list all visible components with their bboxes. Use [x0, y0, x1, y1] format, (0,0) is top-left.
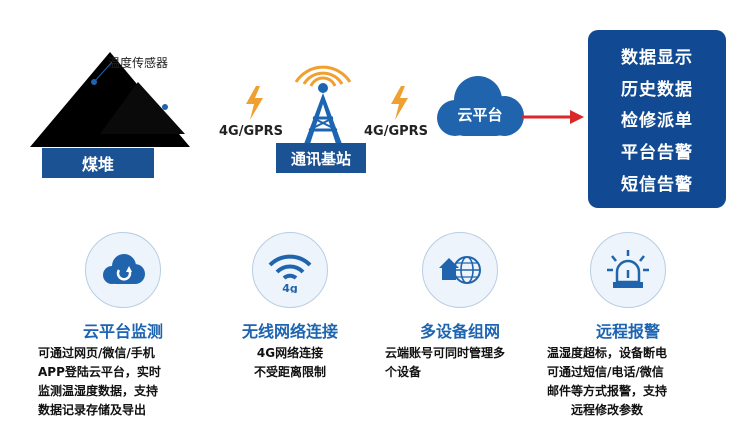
feature-title: 远程报警 [595, 322, 660, 341]
feature-wireless-network: 4g 无线网络连接 4G网络连接 不受距离限制 [205, 232, 375, 422]
feature-description: 可通过网页/微信/手机 APP登陆云平台，实时 监测温湿度数据，支持 数据记录存… [38, 346, 161, 417]
feature-description: 云端账号可同时管理多 个设备 [385, 346, 506, 379]
cloud-platform-label: 云平台 [457, 106, 503, 124]
feature-cloud-monitoring: 云平台监测 可通过网页/微信/手机 APP登陆云平台，实时 监测温湿度数据，支持… [38, 232, 208, 422]
cloud-platform-icon [437, 76, 524, 136]
result-item-work-order: 检修派单 [621, 111, 693, 132]
feature-title: 云平台监测 [82, 322, 163, 341]
sensor-label: 温度传感器 [108, 56, 169, 70]
coal-pile-label: 煤堆 [42, 148, 154, 178]
link-label-1: 4G/GPRS [219, 124, 284, 139]
svg-text:4g: 4g [282, 282, 298, 293]
home-globe-icon [422, 232, 498, 308]
result-item-history: 历史数据 [621, 79, 693, 100]
lightning-icon [246, 86, 263, 120]
result-item-sms-alarm: 短信告警 [621, 174, 693, 195]
feature-description: 温湿度超标，设备断电 可通过短信/电话/微信 邮件等方式报警，支持 远程修改参数 [547, 346, 668, 417]
coal-pile-icon [30, 52, 190, 147]
feature-title: 多设备组网 [419, 322, 500, 341]
monitoring-flow-diagram: 温度传感器 煤堆 4G/GPRS 通讯基站 4G/GPRS 云平台 数据显示 [30, 30, 726, 208]
arrow-right-icon [522, 110, 584, 124]
result-item-data-display: 数据显示 [621, 48, 693, 69]
link-label-2: 4G/GPRS [364, 124, 429, 139]
lightning-icon [391, 86, 408, 120]
siren-alarm-icon [590, 232, 666, 308]
wifi-4g-icon: 4g [252, 232, 328, 308]
result-item-platform-alarm: 平台告警 [621, 143, 693, 164]
feature-title: 无线网络连接 [241, 322, 338, 341]
feature-multi-device: 多设备组网 云端账号可同时管理多 个设备 [375, 232, 545, 422]
cloud-upload-icon [85, 232, 161, 308]
platform-functions-box: 数据显示 历史数据 检修派单 平台告警 短信告警 [588, 30, 726, 208]
base-station-label: 通讯基站 [276, 143, 366, 173]
feature-description: 4G网络连接 不受距离限制 [253, 346, 326, 379]
signal-tower-icon [294, 65, 352, 144]
feature-remote-alarm: 远程报警 温湿度超标，设备断电 可通过短信/电话/微信 邮件等方式报警，支持 远… [543, 232, 713, 422]
